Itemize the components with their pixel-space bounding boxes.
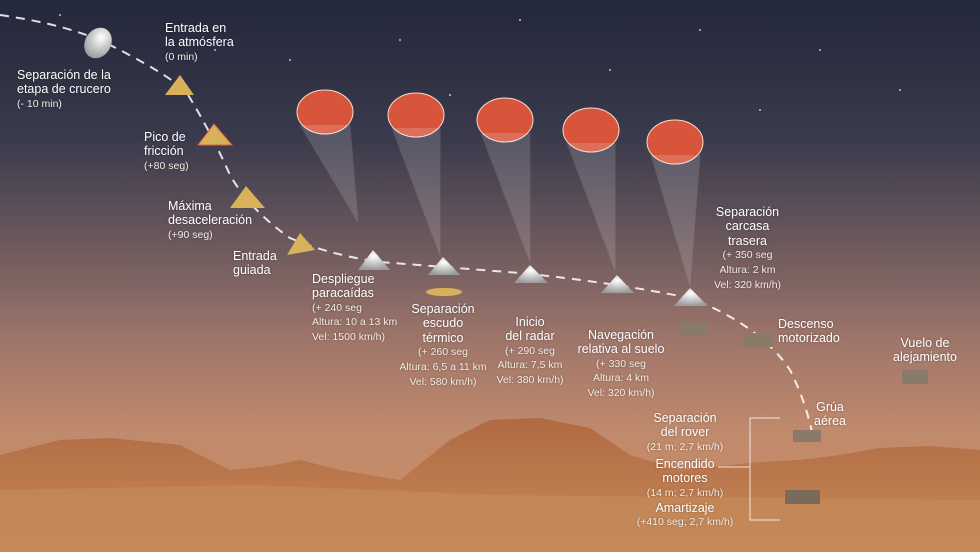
stage-detail: Altura: 4 km xyxy=(592,372,650,385)
stage-detail: (21 m; 2,7 km/h) xyxy=(646,440,724,453)
stage-title: etapa de crucero xyxy=(17,82,111,97)
stage-detail: Altura: 7,5 km xyxy=(497,359,563,372)
stage-title: motorizado xyxy=(778,331,840,346)
stage-detail: (+ 260 seg xyxy=(418,346,468,359)
stage-title: fricción xyxy=(144,144,184,159)
stage-title: alejamiento xyxy=(893,350,957,365)
parachutes xyxy=(296,89,704,286)
stage-detail: (0 min) xyxy=(165,50,198,63)
stage-label-touchdown: Amartizaje(+410 seg; 2,7 km/h) xyxy=(620,501,750,530)
stage-detail: Altura: 2 km xyxy=(719,263,776,276)
stage-title: Máxima xyxy=(168,199,212,213)
stage-detail: (+80 seg) xyxy=(144,159,189,172)
capsules xyxy=(84,27,928,504)
stage-title: Separación xyxy=(411,302,475,316)
stage-detail: (14 m; 2,7 km/h) xyxy=(646,486,724,499)
stage-title: desaceleración xyxy=(168,213,253,228)
stage-title: la atmósfera xyxy=(165,35,234,50)
bracket xyxy=(718,417,780,521)
stage-title: paracaídas xyxy=(312,286,374,301)
stage-title: Descenso xyxy=(778,317,834,331)
foreground xyxy=(0,485,980,552)
stage-title: relativa al suelo xyxy=(577,342,665,357)
stage-title: motores xyxy=(662,471,708,486)
stage-detail: (+ 350 seg xyxy=(722,249,773,262)
stage-detail: Vel: 380 km/h) xyxy=(496,374,564,387)
stage-detail: Vel: 1500 km/h) xyxy=(312,331,385,344)
stage-title: carcasa xyxy=(725,219,770,234)
stage-detail: (- 10 min) xyxy=(17,97,62,110)
stars xyxy=(59,14,901,111)
stage-detail: (+ 290 seg xyxy=(505,344,555,357)
stage-detail: (+ 330 seg xyxy=(596,357,646,370)
stage-detail: (+410 seg; 2,7 km/h) xyxy=(636,516,734,529)
stage-title: escudo xyxy=(422,316,464,331)
stage-title: del rover xyxy=(660,425,710,440)
stage-detail: Vel: 320 km/h) xyxy=(713,278,782,291)
stage-title: Entrada en xyxy=(165,21,227,35)
stage-title: Inicio xyxy=(515,315,545,329)
stage-title: guiada xyxy=(233,263,271,278)
stage-title: Encendido xyxy=(655,457,715,471)
stage-title: aérea xyxy=(814,414,846,429)
stage-title: Despliegue xyxy=(312,272,375,286)
stage-title: Separación xyxy=(653,411,717,425)
stage-title: Vuelo de xyxy=(900,336,950,350)
stage-detail: (+90 seg) xyxy=(168,228,213,241)
stage-title: Grúa xyxy=(816,400,844,414)
stage-detail: Vel: 580 km/h) xyxy=(409,375,477,388)
stage-title: trasera xyxy=(728,233,767,248)
stage-title: del radar xyxy=(505,329,555,344)
stage-detail: (+ 240 seg xyxy=(312,301,362,314)
stage-title: Entrada xyxy=(233,249,277,263)
stage-detail: Altura: 10 a 13 km xyxy=(312,316,398,329)
stage-title: Pico de xyxy=(144,130,186,144)
stage-detail: Vel: 320 km/h) xyxy=(587,387,655,400)
stage-title: Separación xyxy=(715,205,780,219)
stage-detail: Altura: 6,5 a 11 km xyxy=(399,360,487,373)
stage-title: Amartizaje xyxy=(655,501,715,515)
stage-title: térmico xyxy=(422,330,464,345)
stage-title: Navegación xyxy=(587,328,654,342)
stage-title: Separación de la xyxy=(17,68,111,82)
